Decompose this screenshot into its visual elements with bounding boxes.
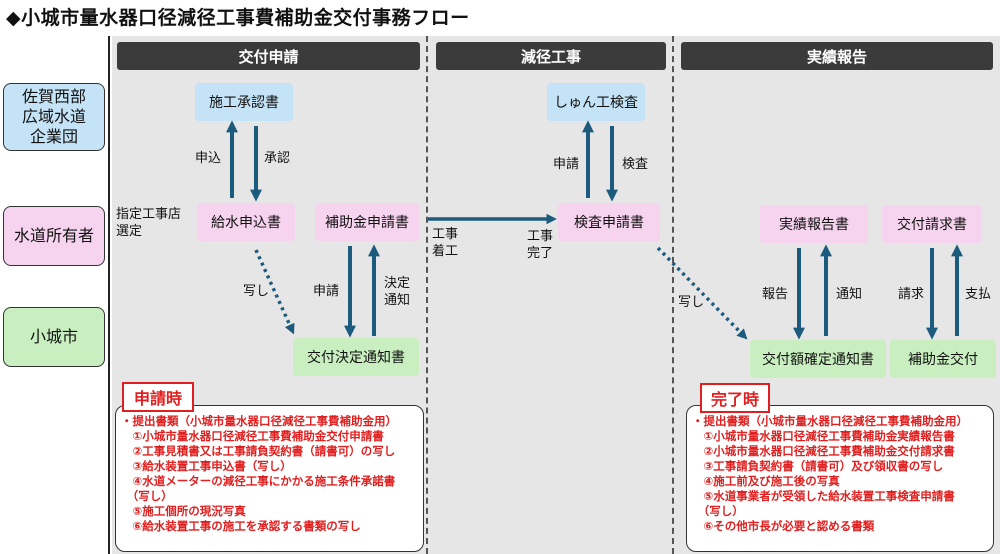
label-construction-done: 工事 完了 bbox=[527, 229, 554, 261]
label-approve: 承認 bbox=[264, 151, 291, 166]
label-application-2: 申請 bbox=[553, 157, 580, 172]
page-title: ◆小城市量水器口径減径工事費補助金交付事務フロー bbox=[6, 7, 470, 29]
note-apply-tag: 申請時 bbox=[122, 382, 194, 412]
box-inspection: しゅん工検査 bbox=[547, 83, 645, 121]
phase-divider-2 bbox=[672, 36, 674, 554]
label-apply: 申込 bbox=[195, 151, 222, 166]
phase-divider-1 bbox=[426, 36, 428, 554]
label-payment: 支払 bbox=[965, 287, 992, 302]
phase-header-report: 実績報告 bbox=[681, 42, 993, 70]
label-claim: 請求 bbox=[898, 287, 925, 302]
label-report: 報告 bbox=[762, 287, 789, 302]
box-construction-approval: 施工承認書 bbox=[195, 83, 293, 121]
note-complete-tag: 完了時 bbox=[700, 383, 770, 413]
arrow-copy-1 bbox=[254, 249, 295, 335]
box-grant-decision-notice: 交付決定通知書 bbox=[293, 338, 419, 376]
note-complete-text: ・提出書類（小城市量水器口径減径工事費補助金用） ①小城市量水器口径減径工事費補… bbox=[692, 414, 968, 533]
label-decision-notice: 決定 通知 bbox=[384, 276, 411, 308]
phase-header-reduce: 減径工事 bbox=[436, 42, 666, 70]
box-subsidy-application: 補助金申請書 bbox=[315, 203, 419, 241]
label-inspect: 検査 bbox=[622, 157, 649, 172]
label-construction-start: 工事 着工 bbox=[432, 227, 459, 259]
arrow-copy-2 bbox=[656, 246, 748, 340]
phase-header-apply: 交付申請 bbox=[117, 42, 420, 70]
actor-water-authority: 佐賀西部 広域水道 企業団 bbox=[3, 83, 105, 151]
label-notify: 通知 bbox=[836, 287, 863, 302]
box-water-supply-application: 給水申込書 bbox=[197, 203, 295, 241]
box-performance-report: 実績報告書 bbox=[760, 205, 868, 243]
actor-owner: 水道所有者 bbox=[3, 206, 105, 266]
label-copy-1: 写し bbox=[243, 284, 270, 299]
note-complete bbox=[686, 405, 994, 552]
box-amount-confirmation-notice: 交付額確定通知書 bbox=[750, 340, 886, 378]
label-copy-2: 写し bbox=[678, 295, 705, 310]
box-inspection-application: 検査申請書 bbox=[558, 203, 660, 241]
box-subsidy-payment: 補助金交付 bbox=[890, 340, 996, 378]
note-apply-text: ・提出書類（小城市量水器口径減径工事費補助金用） ①小城市量水器口径減径工事費補… bbox=[121, 414, 397, 533]
note-apply bbox=[115, 405, 424, 552]
label-application-1: 申請 bbox=[313, 284, 340, 299]
actor-city: 小城市 bbox=[3, 307, 105, 367]
label-designated-contractor: 指定工事店 選定 bbox=[116, 207, 182, 239]
box-grant-claim: 交付請求書 bbox=[882, 205, 982, 243]
actor-divider bbox=[108, 36, 110, 554]
